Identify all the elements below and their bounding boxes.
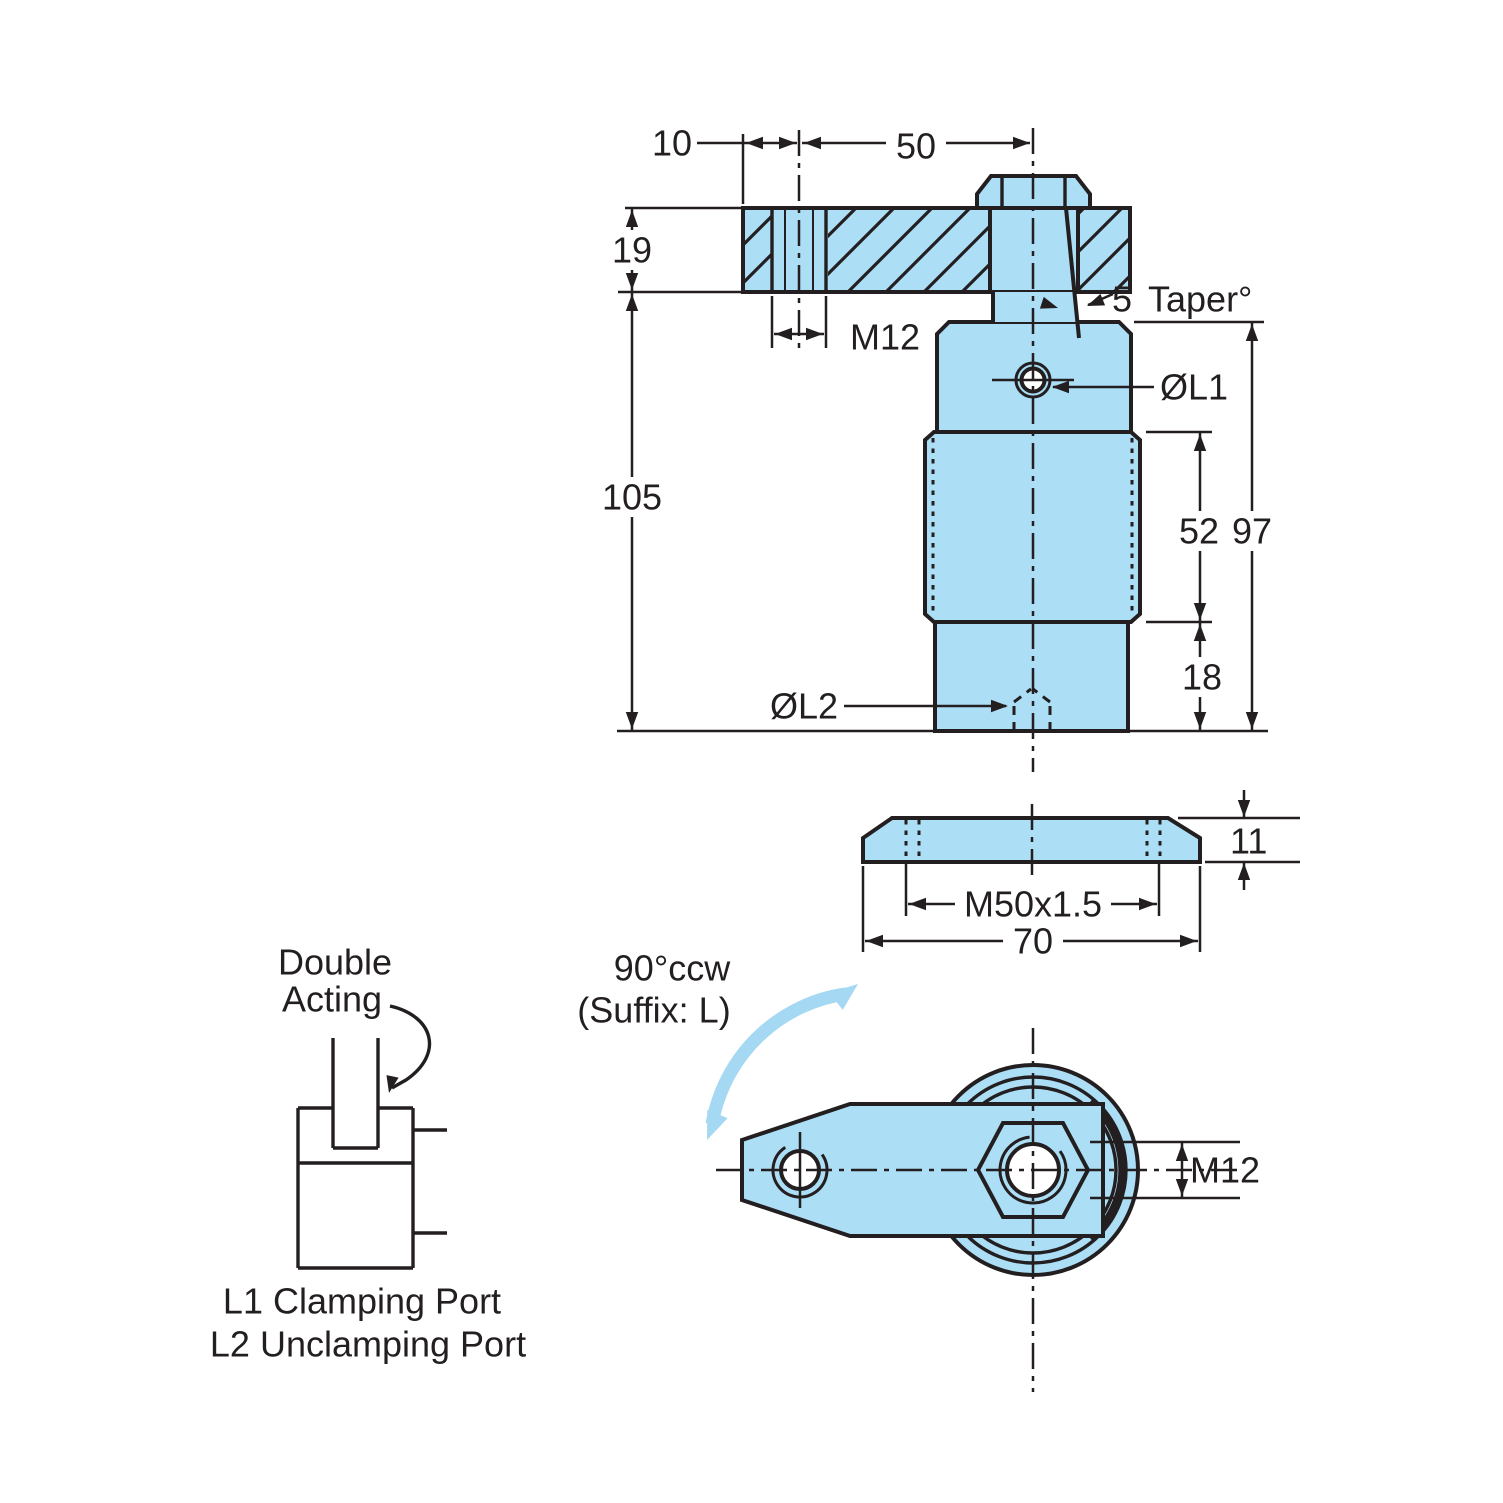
taper-callout: 5 Taper° — [1039, 279, 1252, 320]
taper-number-label: 5 — [1112, 279, 1132, 320]
dim-m12-arm: M12 — [770, 296, 920, 358]
dim-52-label: 52 — [1179, 511, 1219, 552]
port-l1-callout: ØL1 — [1052, 367, 1228, 408]
dim-m50: M50x1.5 — [904, 864, 1161, 925]
dim-105-label: 105 — [602, 477, 662, 518]
port-l2-hidden-hole — [1012, 687, 1052, 731]
dim-50: 50 — [802, 126, 1030, 167]
dim-11: 11 — [1178, 790, 1300, 890]
rotation-label: 90°ccw — [614, 948, 731, 989]
port-l1-label: ØL1 — [1160, 367, 1228, 408]
dim-50-label: 50 — [896, 126, 936, 167]
dim-m12-top: M12 — [1090, 1140, 1260, 1200]
taper-word-label: Taper° — [1148, 279, 1252, 320]
schematic-caption-line1: Double — [278, 942, 392, 983]
dim-97-label: 97 — [1232, 511, 1272, 552]
dim-70: 70 — [861, 866, 1202, 962]
caption-leader-arrow — [382, 1004, 432, 1095]
port-l2-callout: ØL2 — [770, 686, 1008, 727]
schematic-port2-label: L2 Unclamping Port — [210, 1324, 526, 1365]
side-view: 10 50 19 105 — [594, 123, 1279, 772]
top-view: 90°ccw (Suffix: L) — [577, 948, 1260, 1392]
dim-105: 105 — [594, 292, 670, 731]
dim-97: 97 — [1134, 320, 1279, 731]
hydraulic-schematic: Double Acting L1 Clamping Port L2 Unclam… — [210, 942, 526, 1365]
port-l2-label: ØL2 — [770, 686, 838, 727]
cylinder-symbol — [296, 1038, 447, 1270]
dim-10-label: 10 — [652, 123, 692, 164]
flange-thread-label: M50x1.5 — [964, 884, 1102, 925]
dim-19-label: 19 — [612, 230, 652, 271]
flange-nut-view: 11 M50x1.5 70 — [861, 790, 1300, 962]
flange-dim-11-label: 11 — [1230, 821, 1267, 862]
schematic-port1-label: L1 Clamping Port — [223, 1281, 501, 1322]
piston-rod — [991, 207, 1081, 339]
dim-18: 18 — [1177, 622, 1227, 731]
topview-thread-label: M12 — [1190, 1150, 1260, 1191]
schematic-caption-line2: Acting — [282, 979, 382, 1020]
dim-52: 52 — [1146, 430, 1226, 624]
suffix-label: (Suffix: L) — [577, 990, 730, 1031]
flange-dim-70-label: 70 — [1013, 921, 1053, 962]
dim-18-label: 18 — [1182, 657, 1222, 698]
arm-thread-label: M12 — [850, 317, 920, 358]
rotation-arrow-icon — [696, 975, 865, 1145]
dim-19: 19 — [606, 206, 741, 294]
dim-10: 10 — [652, 123, 797, 204]
